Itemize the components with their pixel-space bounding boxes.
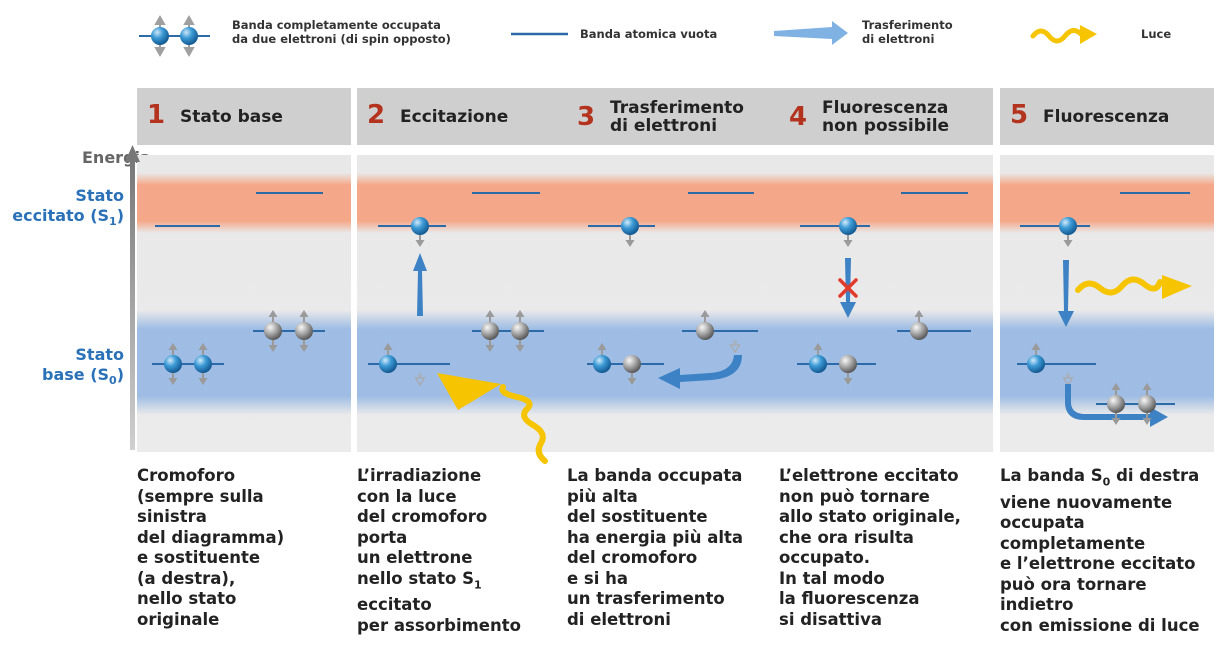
panel-5-header: 5 Fluorescenza	[1000, 88, 1214, 145]
panel-4-diagram	[779, 155, 993, 452]
absorbed-light-wave-icon	[437, 373, 548, 464]
ground-state-label: Stato base (S0)	[42, 345, 124, 388]
panel-3-chromophore-electrons	[623, 355, 641, 386]
panel-3-substituent-electron	[696, 309, 714, 340]
legend-empty-band-label: Banda atomica vuota	[580, 27, 718, 41]
panel-5-levels	[1017, 192, 1190, 405]
panel-5-excited-electron	[1059, 217, 1077, 248]
panel-2-title: Eccitazione	[400, 106, 509, 127]
panel-2-substituent-electrons	[481, 309, 499, 353]
panel-2-chromophore-electrons	[379, 342, 397, 373]
panel-2-header: 2 Eccitazione	[357, 88, 571, 145]
excited-band	[567, 173, 781, 233]
panel-4-chromophore-electrons	[839, 355, 857, 386]
panel-1-title: Stato base	[180, 106, 283, 127]
panel-5-number: 5	[1010, 100, 1029, 130]
panel-2-excited-electron	[411, 217, 429, 248]
panel-3-number: 3	[577, 102, 596, 132]
panel-5-hole	[1062, 372, 1074, 386]
energy-axis-arrow-icon	[125, 145, 140, 450]
panel-3-chromophore-electrons	[593, 342, 611, 373]
panel-3-hole	[729, 339, 741, 353]
legend-transfer-label: Trasferimento di elettroni	[862, 18, 953, 46]
panel-5-substituent-electrons	[1107, 382, 1125, 426]
panel-5-substituent-electrons	[1138, 382, 1156, 426]
blocked-cross-icon	[838, 278, 858, 298]
panel-4-chromophore-electrons	[809, 342, 827, 373]
fluorescence-return-arrow-icon	[1058, 260, 1074, 327]
panel-5-diagram	[1000, 155, 1214, 452]
panel-1-number: 1	[147, 100, 166, 130]
legend-light-wave-icon	[1030, 28, 1084, 44]
electron-transfer-arrow-icon	[658, 355, 742, 389]
panel-1-substituent-electrons	[295, 309, 313, 353]
excitation-arrow-icon	[413, 253, 427, 316]
excited-band	[357, 173, 571, 233]
panel-3-excited-electron	[621, 217, 639, 248]
panel-4-number: 4	[789, 102, 808, 132]
panel-2-number: 2	[367, 100, 386, 130]
legend-electron-pair-icon	[139, 14, 210, 58]
panel-1-header: 1 Stato base	[137, 88, 351, 145]
legend-occupied-band-icon	[139, 14, 1097, 58]
legend-transfer-arrow-icon	[774, 21, 848, 45]
legend-occupied-band-label: Banda completamente occupata da due elet…	[232, 18, 451, 46]
excited-state-label: Stato eccitato (S1)	[12, 186, 124, 229]
panel-4-substituent-electron	[910, 309, 928, 340]
refill-transfer-arrow-icon	[1065, 384, 1168, 427]
excited-band	[779, 173, 993, 233]
panel-5-title: Fluorescenza	[1043, 106, 1170, 127]
panel-1-chromophore-electrons	[194, 342, 212, 386]
panel-1-chromophore-electrons	[164, 342, 182, 386]
panel-2-substituent-electrons	[511, 309, 529, 353]
panel-5-chromophore-electron	[1027, 342, 1045, 373]
emitted-light-wave-icon	[1075, 275, 1192, 299]
panel-2-hole	[414, 372, 426, 386]
excited-band	[1000, 173, 1214, 233]
excited-band	[137, 173, 351, 233]
panel-1-diagram	[137, 155, 351, 452]
panel-1-substituent-electrons	[264, 309, 282, 353]
legend-light-label: Luce	[1141, 27, 1172, 41]
panel-4-levels	[797, 192, 971, 365]
panel-3-levels	[587, 192, 758, 365]
panel-4-excited-electron	[839, 217, 857, 248]
